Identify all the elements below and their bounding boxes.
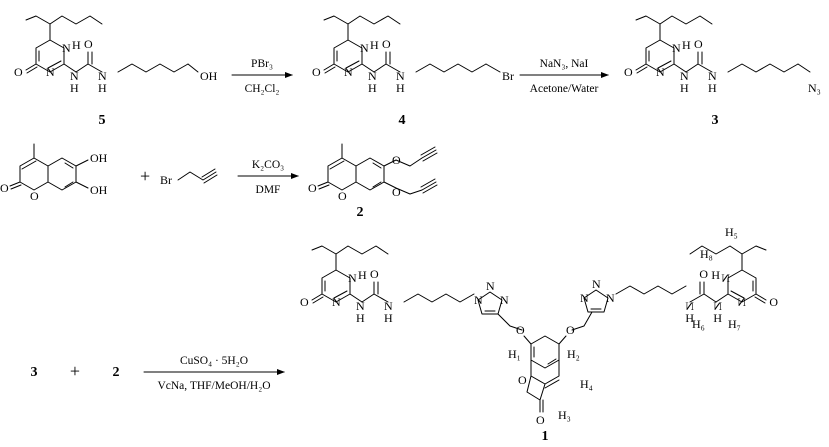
compound-1-structure: O O O O H₁ H₂ H₃ H₄ H₅ H₆ H₇ H₈: [299, 225, 779, 427]
ether-o: O: [516, 323, 525, 337]
reactant-label-3: 3: [31, 365, 38, 380]
lactone-o: O: [308, 181, 317, 195]
hydroxyl-label: OH: [90, 183, 108, 197]
compound-label-3: 3: [712, 113, 719, 128]
azide-label: N₃: [808, 81, 821, 95]
proton-label-h5: H₅: [725, 225, 738, 239]
proton-label-h7: H₇: [728, 317, 741, 331]
step1-reagent: PBr₃: [251, 58, 273, 70]
reaction-step-2: NaN₃, NaI Acetone/Water: [519, 58, 609, 95]
propargyl-bromide-structure: Br: [160, 168, 218, 187]
compound-label-1: 1: [542, 429, 549, 444]
plus-sign: +: [70, 361, 80, 381]
compound-5-structure: OH: [13, 15, 218, 96]
proton-label-h4: H₄: [580, 377, 593, 391]
proton-label-h3: H₃: [558, 408, 571, 422]
ring-o: O: [30, 189, 39, 203]
ether-o: O: [392, 153, 401, 167]
reaction-step-1: PBr₃ CH₂Cl₂: [231, 58, 293, 95]
step1-solvent: CH₂Cl₂: [245, 83, 280, 95]
proton-label-h8: H₈: [700, 247, 713, 261]
ring-o: O: [338, 189, 347, 203]
lactone-o: O: [536, 413, 545, 427]
bromo-label: Br: [502, 69, 514, 83]
plus-sign: +: [140, 166, 150, 186]
proton-label-h2: H₂: [567, 347, 580, 361]
coumarin-diol-structure: O O OH OH: [0, 143, 108, 203]
compound-4-structure: Br: [311, 15, 514, 96]
ether-o: O: [392, 185, 401, 199]
hydroxyl-label: OH: [200, 69, 218, 83]
bromo-label: Br: [160, 173, 172, 187]
ring-o: O: [518, 373, 527, 387]
step3-solvent: DMF: [256, 184, 281, 196]
ether-o: O: [566, 323, 575, 337]
compound-2-structure: O O O O: [308, 143, 438, 203]
step4-conditions: VcNa, THF/MeOH/H₂O: [157, 380, 270, 392]
step2-reagent: NaN₃, NaI: [540, 58, 589, 70]
reaction-step-4: CuSO₄ · 5H₂O VcNa, THF/MeOH/H₂O: [143, 355, 285, 392]
compound-3-structure: N₃: [623, 15, 821, 96]
proton-label-h1: H₁: [508, 347, 521, 361]
reactant-label-2: 2: [113, 365, 120, 380]
reaction-step-3: K₂CO₃ DMF: [237, 159, 299, 196]
step4-reagent: CuSO₄ · 5H₂O: [180, 355, 248, 367]
step3-reagent: K₂CO₃: [252, 159, 284, 171]
proton-label-h6: H₆: [692, 317, 705, 331]
compound-label-4: 4: [399, 113, 406, 128]
compound-label-2: 2: [357, 205, 364, 220]
lactone-o: O: [0, 181, 9, 195]
compound-label-5: 5: [99, 113, 106, 128]
hydroxyl-label: OH: [90, 151, 108, 165]
step2-solvent: Acetone/Water: [530, 83, 599, 95]
